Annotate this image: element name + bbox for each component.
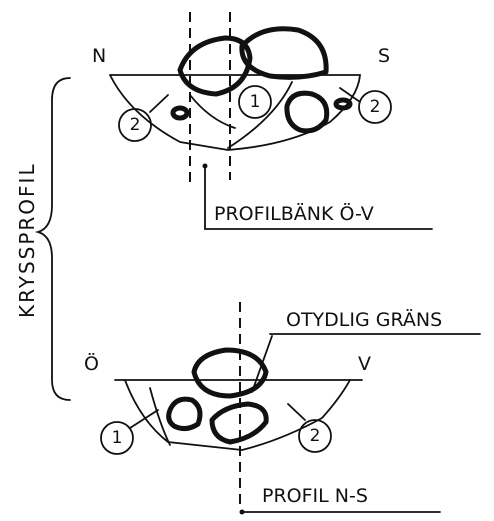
bottom-stone-1: [191, 347, 269, 399]
bottom-stone-2: [166, 396, 203, 432]
bottom-pit-outline: [124, 379, 351, 451]
top-right-direction: S: [378, 45, 390, 67]
top-circle-2-right-label: 2: [370, 97, 381, 117]
bottom-profile: Ö V OTYDLIG GRÄNS 1 2 PROFIL N-S: [84, 302, 481, 515]
bottom-stone-3: [209, 401, 269, 445]
top-circle-1: [238, 85, 272, 119]
top-inner-boundary-2: [227, 81, 293, 149]
top-pit-outline: [109, 74, 361, 151]
top-circle-1-label: 1: [250, 92, 261, 112]
top-circle-2-left: [118, 108, 152, 142]
bottom-circle-2-label: 2: [310, 426, 321, 446]
bottom-caption-dot: [239, 509, 245, 515]
top-small-stone-left: [170, 105, 190, 121]
bottom-left-direction: Ö: [84, 352, 99, 375]
bottom-circle-1-label: 1: [112, 428, 123, 448]
top-caption: PROFILBÄNK Ö-V: [214, 202, 374, 225]
top-leader-2-left: [149, 94, 169, 113]
top-caption-bracket: [204, 167, 433, 230]
top-stone-1: [177, 35, 253, 97]
top-profile: N S 2 1 2 PROFILBÄNK Ö-V: [92, 12, 433, 230]
top-circle-2-left-label: 2: [130, 115, 141, 135]
bottom-annotation-leader: [251, 335, 273, 393]
top-stone-2: [239, 26, 329, 80]
top-stone-3: [284, 90, 330, 134]
bottom-right-direction: V: [358, 353, 371, 375]
kryssprofil-label: KRYSSPROFIL: [15, 162, 39, 318]
bottom-annotation: OTYDLIG GRÄNS: [286, 308, 442, 331]
top-circle-2-right: [358, 90, 392, 124]
top-leader-2-right: [339, 87, 361, 103]
top-left-direction: N: [92, 45, 106, 67]
top-caption-dot: [202, 163, 208, 169]
kryssprofil-brace: [34, 77, 71, 401]
bottom-leader-1: [129, 409, 159, 429]
bottom-circle-1: [100, 421, 134, 455]
top-inner-boundary: [189, 94, 236, 129]
top-small-stone-right: [333, 97, 353, 111]
bottom-circle-2: [298, 419, 332, 453]
bottom-leader-2: [287, 403, 306, 421]
bottom-caption: PROFIL N-S: [262, 485, 368, 507]
bottom-inner-boundary: [149, 387, 171, 446]
